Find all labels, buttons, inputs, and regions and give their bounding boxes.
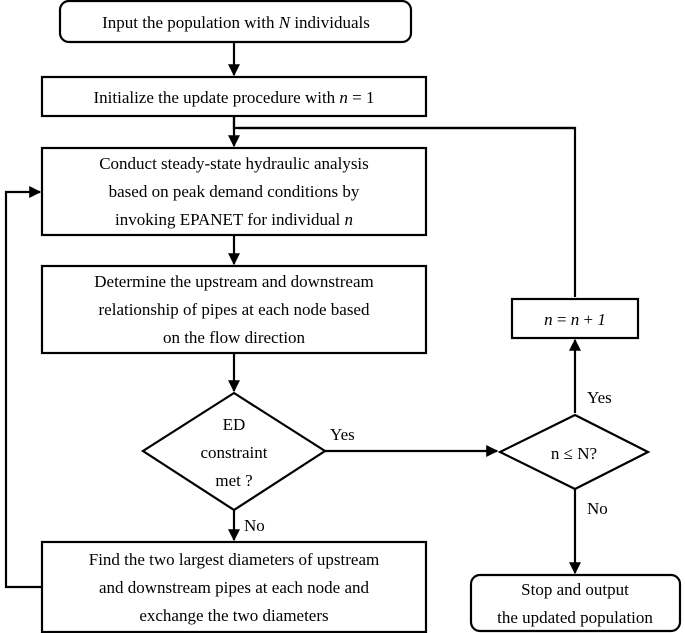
- analysis-line: Conduct steady-state hydraulic analysis: [99, 154, 369, 173]
- node-input-box: [58, 0, 413, 44]
- node-init-box: [40, 75, 428, 118]
- find-line: and downstream pipes at each node and: [99, 578, 370, 597]
- increment-line: n = n + 1: [544, 310, 606, 329]
- analysis-line: based on peak demand conditions by: [109, 182, 360, 201]
- node-find-box: [40, 540, 428, 633]
- analysis-line: invoking EPANET for individual n: [115, 210, 353, 229]
- node-increment-text: n = n + 1: [544, 310, 606, 329]
- node-determine-text: Determine the upstream and downstream rel…: [94, 272, 373, 347]
- node-stop-box: [469, 573, 682, 633]
- input-line: Input the population with N individuals: [102, 13, 370, 32]
- node-analysis-text: Conduct steady-state hydraulic analysis b…: [99, 154, 369, 229]
- node-ed-check-diamond: [140, 391, 328, 512]
- stop-line: the updated population: [497, 608, 653, 627]
- ed_check-line: met ?: [215, 471, 252, 490]
- node-increment-box: [510, 297, 640, 340]
- edge-find-loop: [4, 186, 42, 589]
- init-line: Initialize the update procedure with n =…: [93, 88, 374, 107]
- determine-line: on the flow direction: [163, 328, 306, 347]
- stop-line: Stop and output: [521, 580, 629, 599]
- n_check-line: n ≤ N?: [551, 444, 597, 463]
- edge-label-n-no: No: [587, 499, 608, 518]
- find-line: exchange the two diameters: [139, 606, 328, 625]
- node-analysis-box: [40, 146, 428, 237]
- node-stop-text: Stop and output the updated population: [497, 580, 653, 627]
- determine-line: Determine the upstream and downstream: [94, 272, 373, 291]
- edge-label-ed-no: No: [244, 516, 265, 535]
- ed_check-line: ED: [223, 415, 246, 434]
- edge-label-ed-yes: Yes: [330, 425, 355, 444]
- ed_check-line: constraint: [200, 443, 267, 462]
- node-ed-check-text: ED constraint met ?: [200, 415, 267, 490]
- node-init-text: Initialize the update procedure with n =…: [93, 88, 374, 107]
- node-determine-box: [40, 264, 428, 355]
- node-input-text: Input the population with N individuals: [102, 13, 370, 32]
- edge-label-n-yes: Yes: [587, 388, 612, 407]
- find-line: Find the two largest diameters of upstre…: [89, 550, 380, 569]
- determine-line: relationship of pipes at each node based: [99, 300, 370, 319]
- node-n-check-text: n ≤ N?: [551, 444, 597, 463]
- node-find-text: Find the two largest diameters of upstre…: [89, 550, 380, 625]
- node-n-check-diamond: [497, 413, 651, 491]
